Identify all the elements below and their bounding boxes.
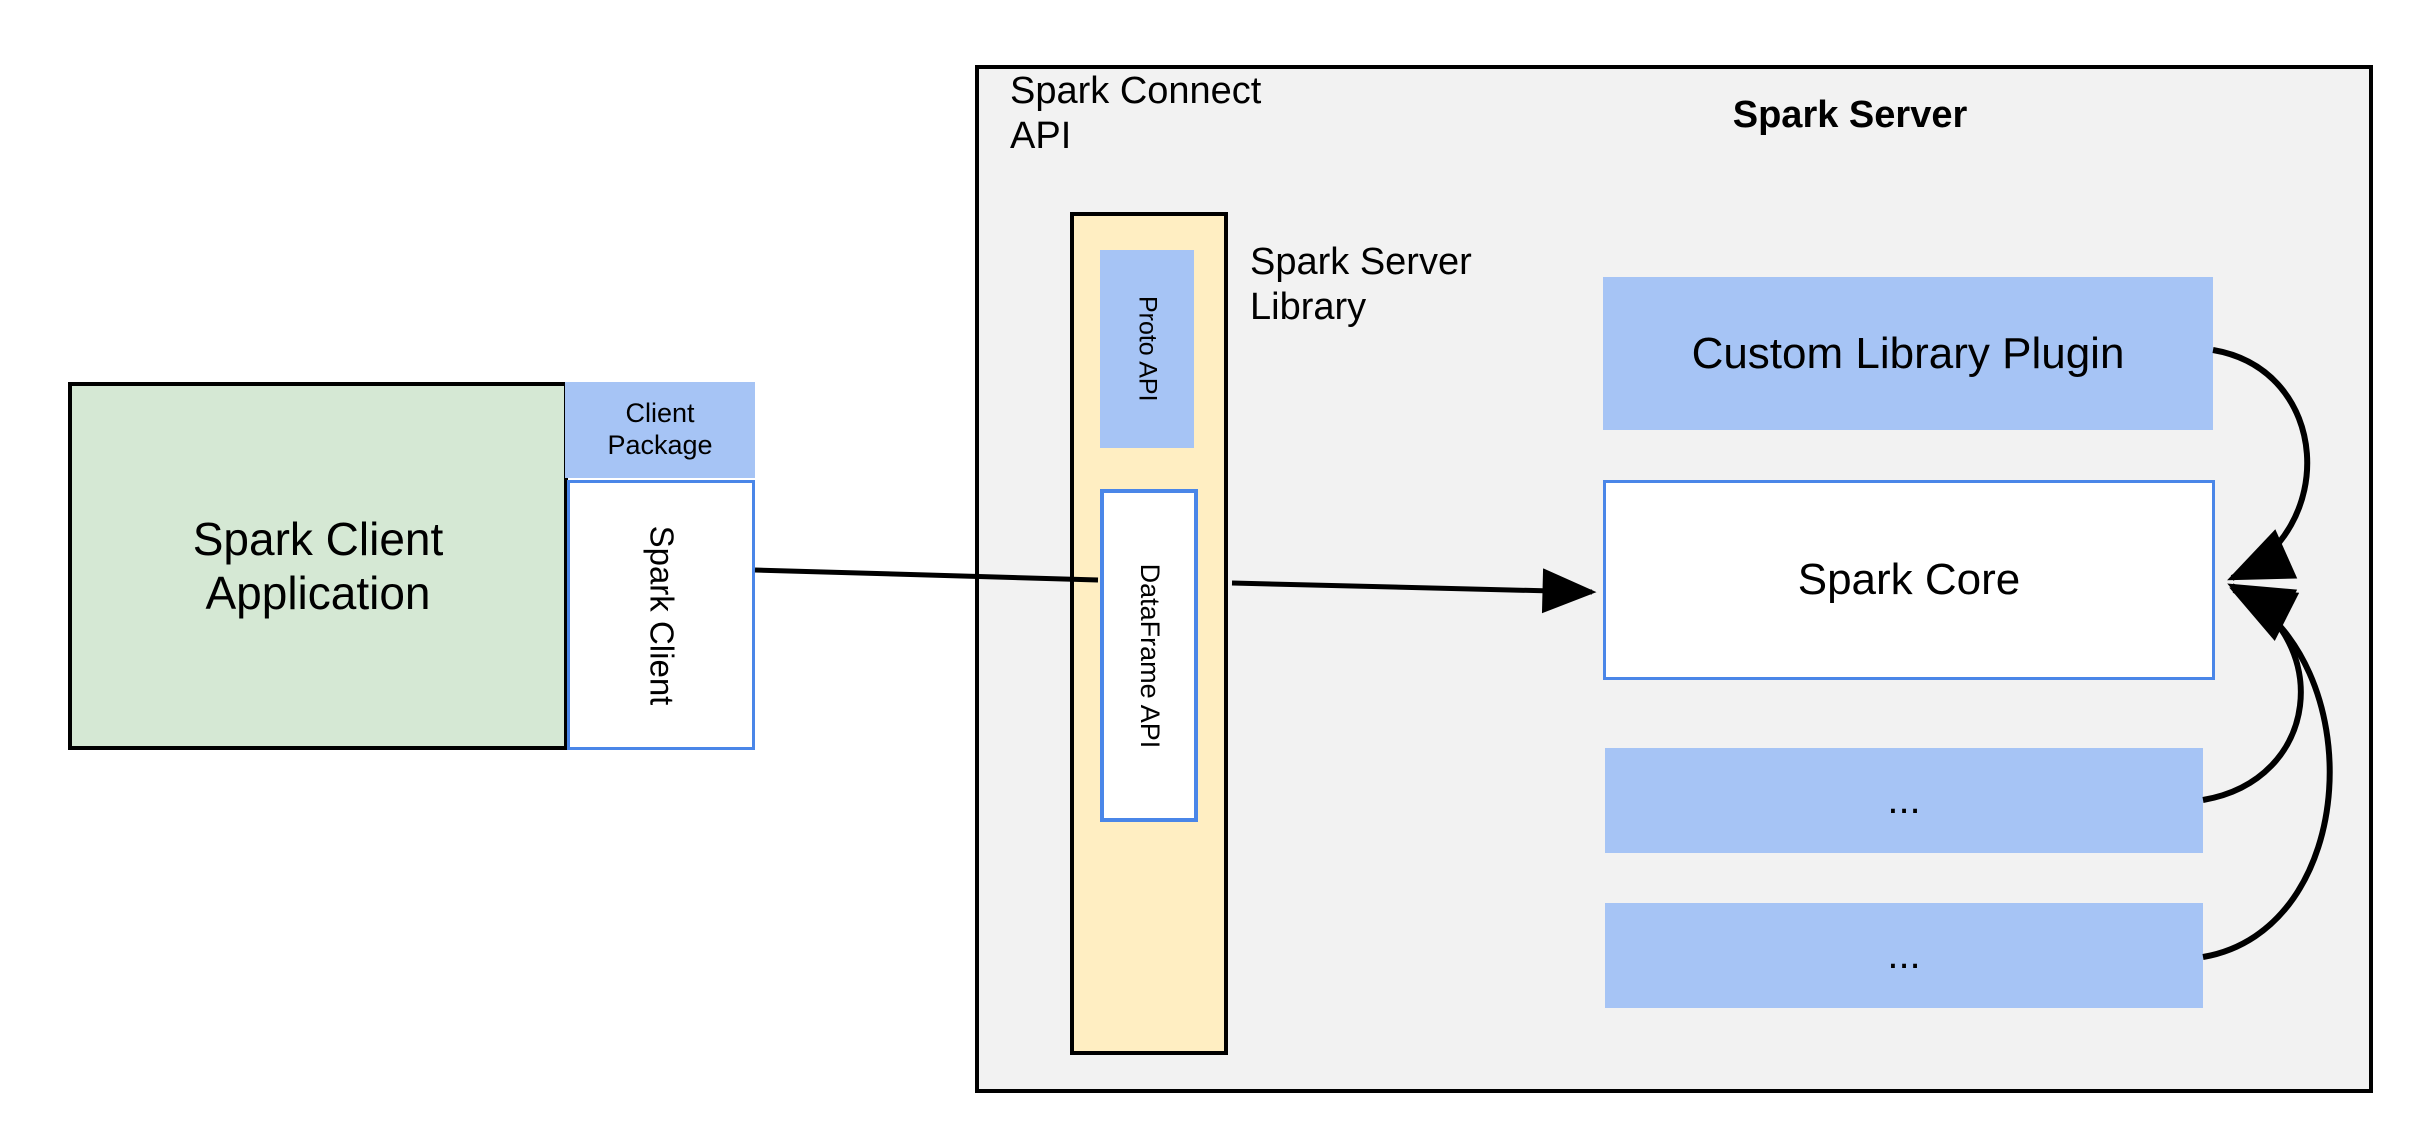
spark-server-title: Spark Server	[1732, 93, 1968, 136]
placeholder-box-1: ...	[1605, 748, 2203, 853]
proto-api-label: Proto API	[1133, 296, 1162, 402]
spark-server-library-line2: Library	[1250, 285, 1367, 328]
spark-client-box: Spark Client	[567, 480, 755, 750]
placeholder-box-2: ...	[1605, 903, 2203, 1008]
proto-api-box: Proto API	[1100, 250, 1194, 448]
spark-server-library-label: Spark Server Library	[1250, 240, 1550, 340]
spark-client-application-line1: Spark Client	[192, 512, 444, 565]
spark-client-application-box: Spark Client Application	[68, 382, 568, 750]
dataframe-api-box: DataFrame API	[1100, 489, 1198, 822]
spark-core-box: Spark Core	[1603, 480, 2215, 680]
spark-client-application-line2: Application	[205, 567, 431, 619]
dataframe-api-label: DataFrame API	[1134, 563, 1165, 748]
spark-connect-api-line2: API	[1010, 115, 1072, 157]
spark-connect-api-label: Spark Connect API	[1010, 68, 1300, 160]
spark-connect-api-line1: Spark Connect	[1010, 70, 1262, 113]
spark-client-label: Spark Client	[643, 525, 681, 705]
client-package-box: Client Package	[565, 382, 755, 478]
client-package-line1: Client	[625, 398, 695, 429]
client-package-line2: Package	[607, 430, 713, 460]
custom-library-plugin-box: Custom Library Plugin	[1603, 277, 2213, 430]
spark-server-library-line1: Spark Server	[1250, 241, 1472, 283]
